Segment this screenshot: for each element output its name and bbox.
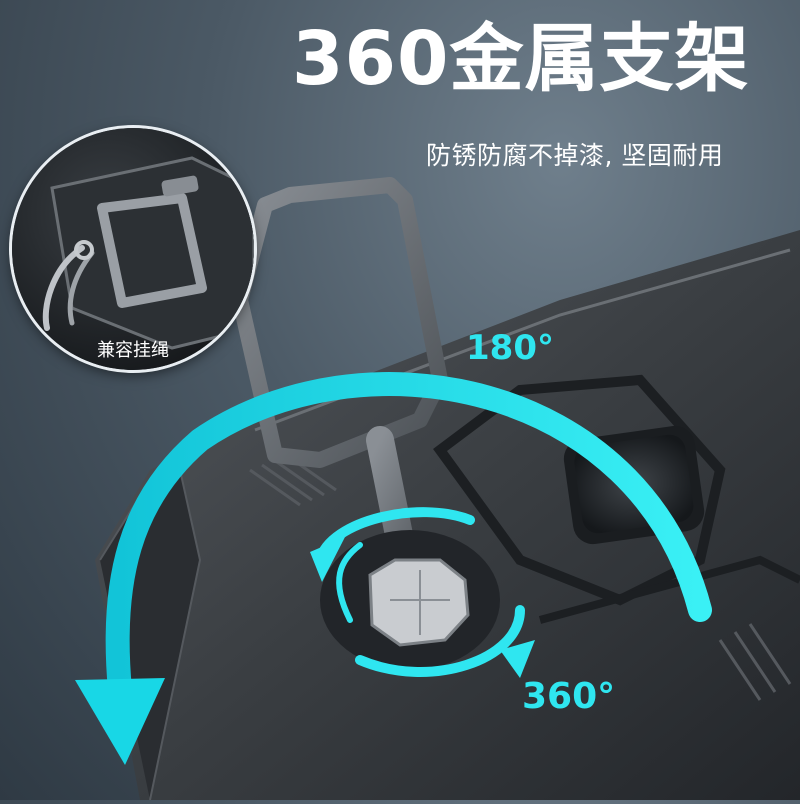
spin-angle-label: 360° — [522, 676, 616, 717]
headline: 360金属支架 — [292, 16, 750, 102]
flip-180-arrow — [75, 372, 712, 765]
lanyard-inset: 兼容挂绳 — [12, 128, 254, 370]
lanyard-detail-illustration — [42, 156, 254, 350]
rotating-base — [320, 530, 500, 670]
subheadline: 防锈防腐不掉漆, 坚固耐用 — [426, 141, 724, 170]
inset-caption: 兼容挂绳 — [97, 340, 169, 361]
grip-texture — [249, 453, 792, 701]
spin-360-arrow — [310, 507, 535, 678]
flip-angle-label: 180° — [466, 328, 554, 368]
